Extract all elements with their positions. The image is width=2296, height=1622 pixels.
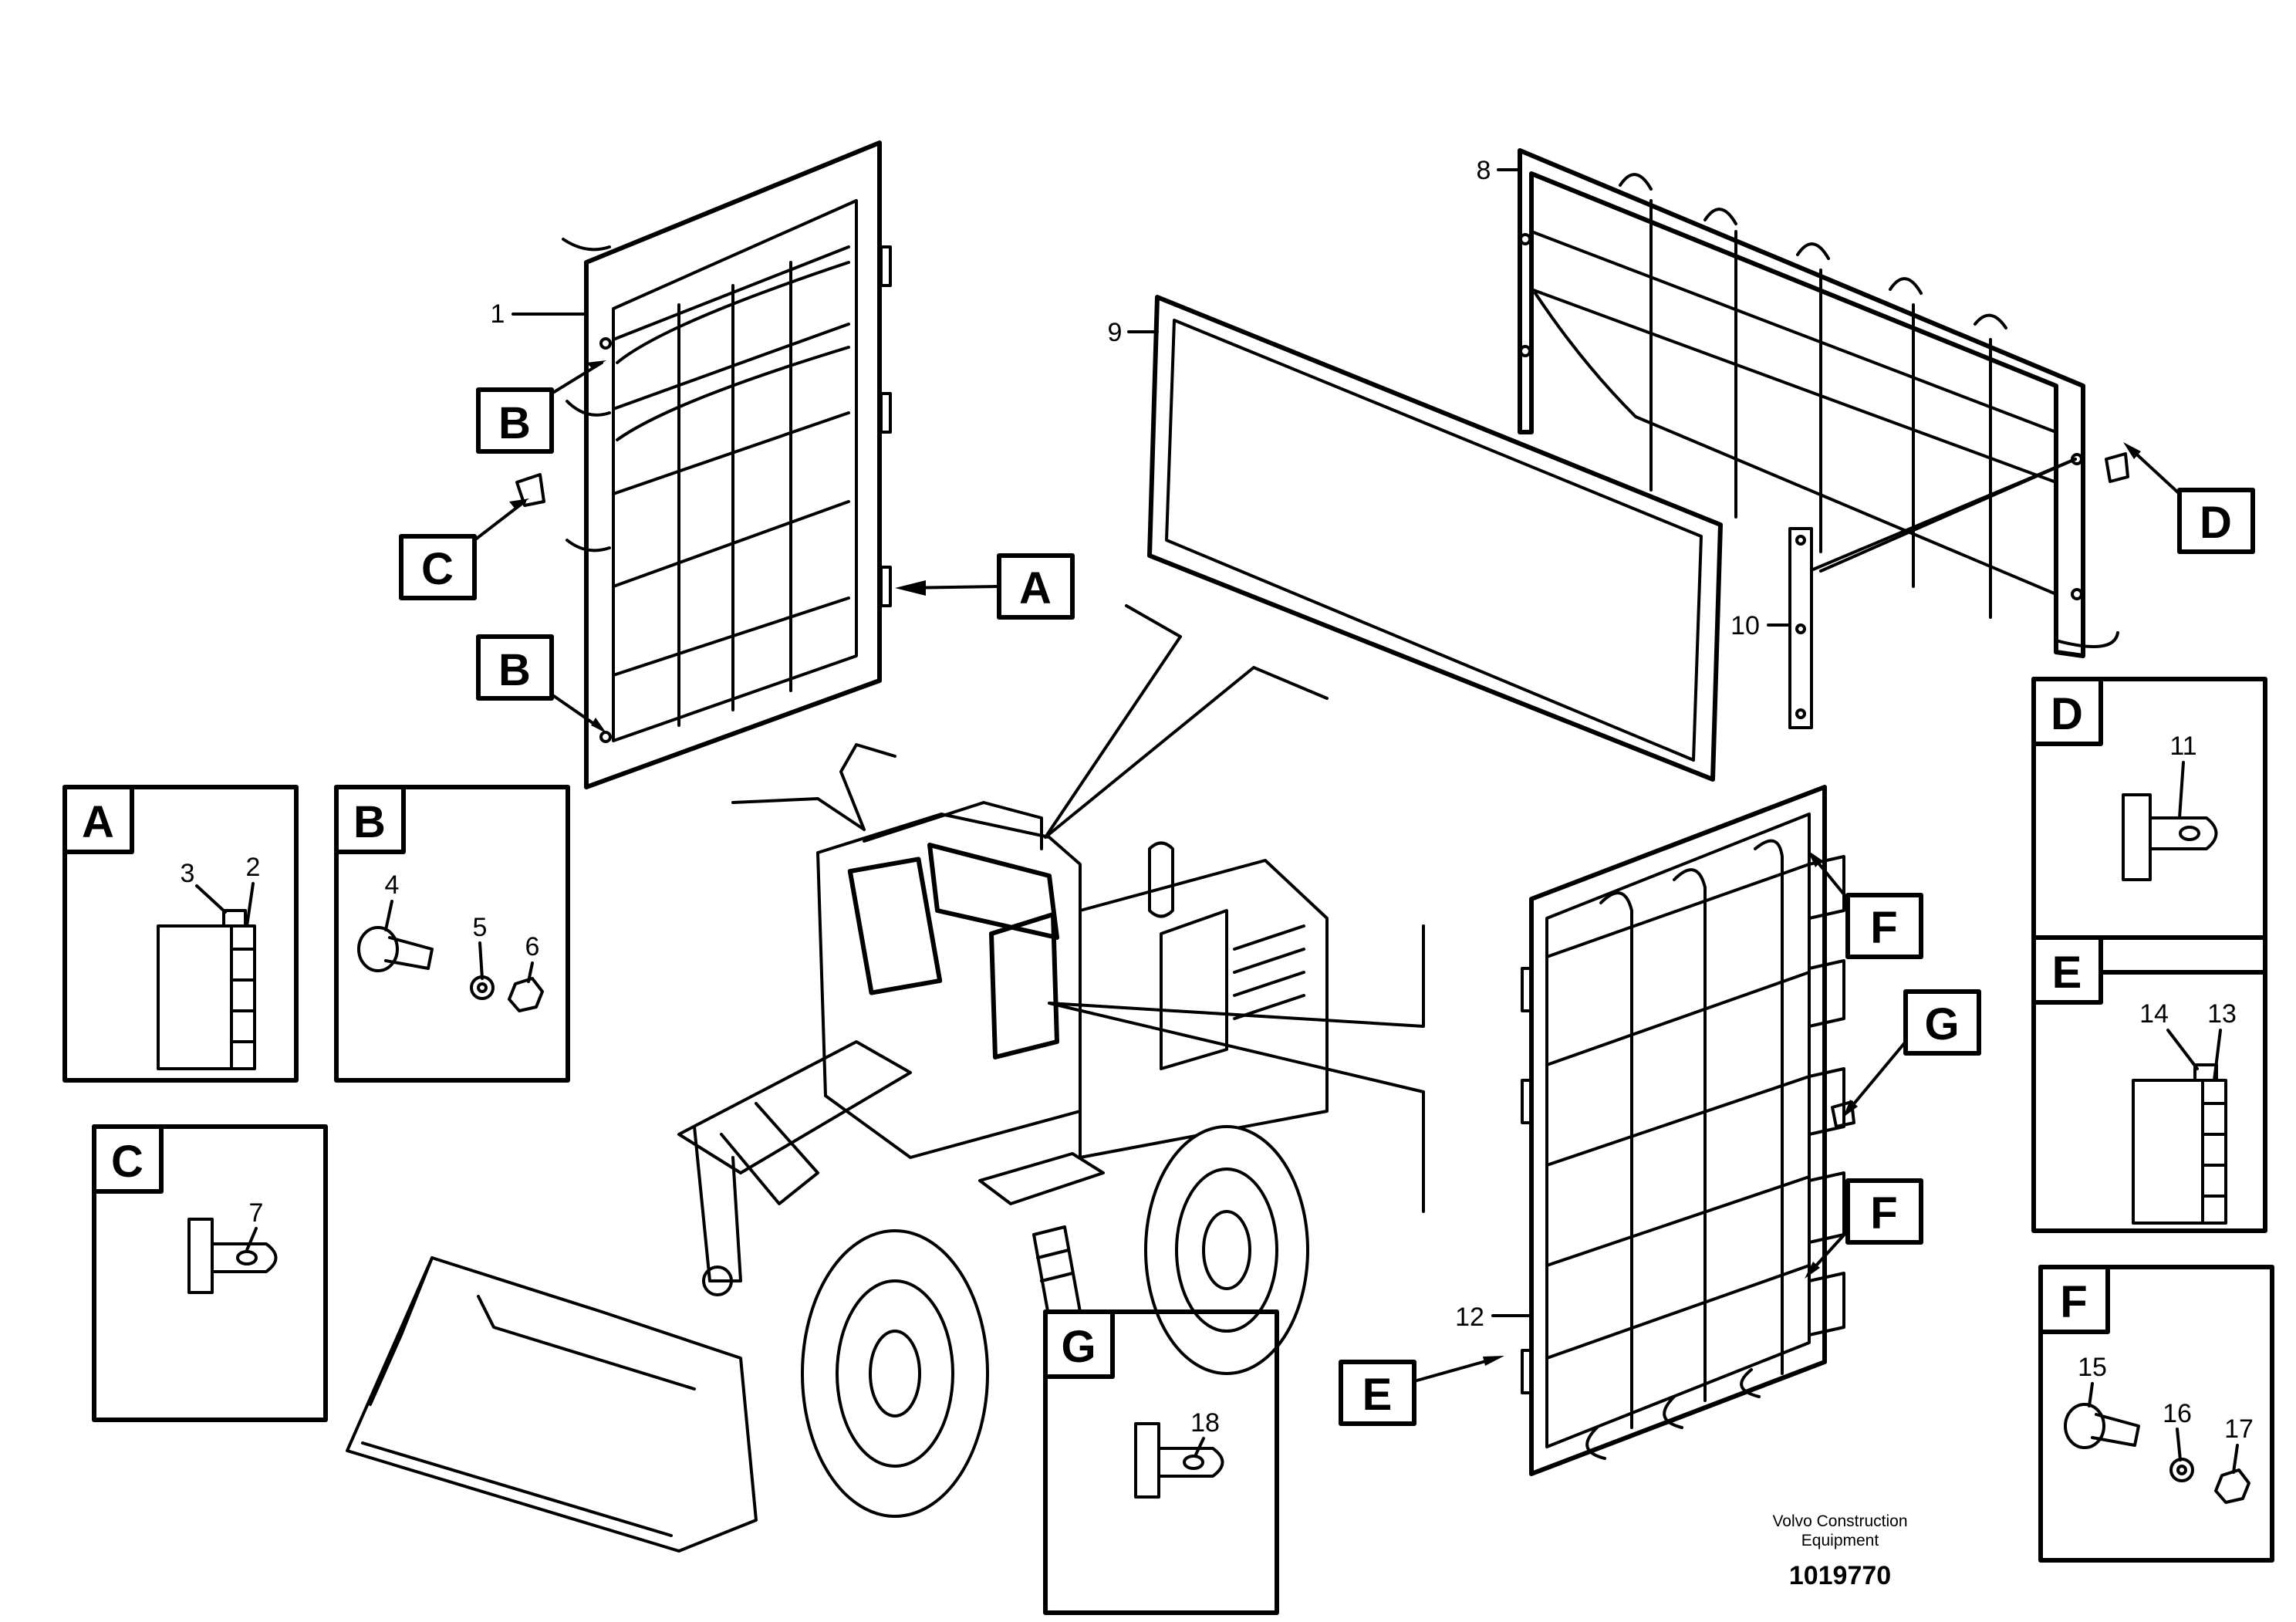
detail-box-e: E 14 13	[2031, 935, 2267, 1233]
detail-box-b: B 4 5 6	[334, 785, 570, 1083]
part-label-5: 5	[473, 913, 488, 942]
wheel-loader	[346, 801, 1329, 1553]
callout-b-lower: B	[498, 645, 531, 695]
detail-box-g: G 18	[1043, 1309, 1279, 1615]
latch-hardware	[515, 452, 2129, 1128]
callout-boxes: B C A B D F G F E	[399, 360, 2255, 1426]
part-label-18: 18	[1190, 1408, 1220, 1438]
guard-1	[562, 140, 892, 789]
part-label-10: 10	[1730, 611, 1760, 640]
part-label-3: 3	[181, 859, 195, 888]
part-label-8: 8	[1477, 156, 1491, 185]
detail-b-letter: B	[353, 797, 386, 847]
detail-box-a: A 3 2	[62, 785, 299, 1083]
callout-d: D	[2200, 498, 2232, 548]
callout-f-lower: F	[1870, 1188, 1897, 1238]
leader-lines	[731, 604, 1425, 1213]
drawing-number: 1019770	[1789, 1561, 1891, 1590]
part-label-17: 17	[2224, 1414, 2254, 1444]
detail-f-letter: F	[2060, 1277, 2087, 1327]
part-label-4: 4	[385, 870, 400, 900]
detail-g-letter: G	[1061, 1322, 1096, 1372]
part-label-16: 16	[2163, 1399, 2192, 1428]
window-panel-9	[1147, 295, 1723, 782]
credit-line-1: Volvo Construction	[1772, 1512, 1907, 1530]
detail-box-f: F 15 16 17	[2038, 1265, 2274, 1563]
detail-a-letter: A	[82, 797, 114, 847]
credit-block: Volvo Construction Equipment 1019770	[1772, 1512, 1907, 1590]
credit-line-2: Equipment	[1801, 1532, 1879, 1549]
guard-12	[1521, 785, 1845, 1476]
callout-e: E	[1362, 1370, 1393, 1420]
part-label-7: 7	[249, 1198, 264, 1228]
callout-f-upper: F	[1870, 903, 1897, 953]
part-label-14: 14	[2139, 999, 2169, 1029]
detail-e-letter: E	[2052, 948, 2082, 998]
detail-box-d: D 11	[2031, 677, 2267, 975]
part-label-1: 1	[491, 299, 505, 329]
detail-d-letter: D	[2051, 689, 2083, 739]
callout-g: G	[1924, 999, 1959, 1049]
part-label-13: 13	[2207, 999, 2237, 1029]
part-label-15: 15	[2078, 1353, 2107, 1382]
part-label-2: 2	[246, 853, 261, 882]
callout-b-upper: B	[498, 398, 531, 448]
part-labels: 1 9 8 10 12	[491, 156, 1791, 1332]
callout-a: A	[1019, 563, 1052, 613]
detail-c-letter: C	[111, 1137, 144, 1187]
part-label-12: 12	[1455, 1303, 1484, 1332]
strip-10	[1788, 458, 2077, 729]
part-label-6: 6	[525, 932, 540, 961]
part-label-9: 9	[1108, 318, 1123, 347]
detail-box-c: C 7	[92, 1124, 328, 1422]
guard-8	[1518, 148, 2119, 658]
callout-c: C	[421, 544, 454, 594]
part-label-11: 11	[2169, 732, 2196, 761]
